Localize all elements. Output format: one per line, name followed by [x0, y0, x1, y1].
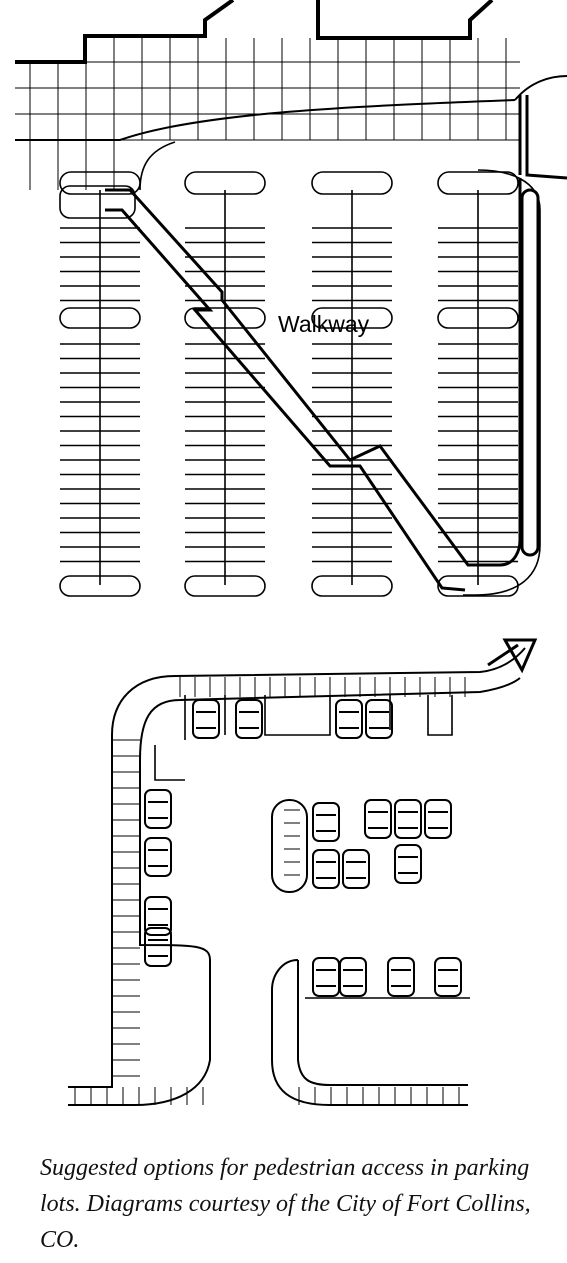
row-end-island [184, 575, 266, 597]
parked-car [144, 837, 172, 877]
curb-island-right [514, 75, 567, 101]
row-end-island [59, 575, 141, 597]
curb-driveway [518, 95, 567, 180]
figure-caption: Suggested options for pedestrian access … [40, 1155, 531, 1253]
car-body [339, 957, 367, 997]
parked-car [342, 849, 370, 889]
walkway-label: Walkway [278, 311, 370, 337]
car-body [364, 799, 392, 839]
perimeter-walk-inner [68, 677, 521, 1106]
car-body [312, 802, 340, 842]
car-body [144, 837, 172, 877]
car-body [144, 927, 172, 967]
row-end-island [59, 171, 141, 195]
car-body [192, 699, 220, 739]
car-body [394, 799, 422, 839]
parked-car [235, 699, 263, 739]
car-body [342, 849, 370, 889]
parked-car [394, 799, 422, 839]
center-island [271, 799, 308, 893]
perimeter-walkway-diagram [68, 638, 538, 1106]
lot-edge [139, 141, 176, 191]
car-body [144, 789, 172, 829]
curb-line [15, 99, 516, 141]
parked-car [312, 849, 340, 889]
parked-car [144, 896, 172, 936]
walkway-parking-diagram: Walkway [15, 0, 567, 597]
parked-car [364, 799, 392, 839]
top-stall-lines [184, 695, 453, 740]
sidewalk-grid [15, 38, 520, 190]
parked-car [424, 799, 452, 839]
perimeter-walk-outer [68, 647, 526, 1088]
row-mid-island [311, 307, 393, 329]
car-body [434, 957, 462, 997]
parked-car [144, 789, 172, 829]
bottom-curb [271, 959, 468, 1106]
car-body [312, 957, 340, 997]
walkway-path [105, 178, 522, 567]
row-end-island [311, 575, 393, 597]
walkway-paver-ticks [74, 677, 466, 1105]
parked-car [339, 957, 367, 997]
exit-arrow-icon [487, 638, 538, 674]
parked-car [365, 699, 393, 739]
lot-boundary-right [463, 169, 541, 596]
parked-car [192, 699, 220, 739]
parked-car [312, 957, 340, 997]
car-body [335, 699, 363, 739]
row-end-island [311, 171, 393, 195]
parked-car [387, 957, 415, 997]
row-end-island [437, 171, 519, 195]
row-mid-island [184, 307, 266, 329]
parked-car [144, 927, 172, 967]
car-body [365, 699, 393, 739]
row-mid-island [437, 307, 519, 329]
car-body [424, 799, 452, 839]
parking-lot-diagrams: Walkway [15, 0, 567, 1106]
walkway-entry-pad [59, 185, 136, 219]
parked-car [394, 844, 422, 884]
car-body [144, 896, 172, 936]
car-body [235, 699, 263, 739]
row-end-island [184, 171, 266, 195]
parked-car [335, 699, 363, 739]
building-outline [15, 0, 494, 64]
parked-car [312, 802, 340, 842]
left-stub [154, 745, 185, 781]
car-body [387, 957, 415, 997]
car-body [312, 849, 340, 889]
parked-cars [144, 699, 462, 997]
parked-car [434, 957, 462, 997]
right-island [520, 188, 540, 557]
parking-rows [59, 171, 519, 597]
walkway-path-inner [105, 208, 466, 592]
row-mid-island [59, 307, 141, 329]
car-body [394, 844, 422, 884]
